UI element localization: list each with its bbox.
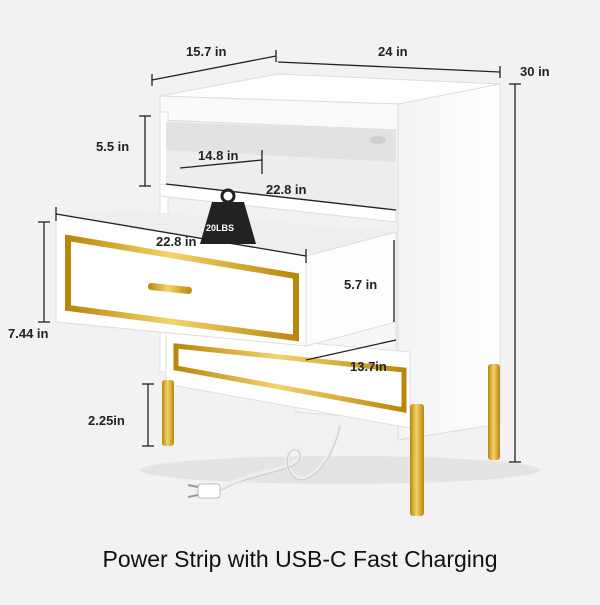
lower-drawer-gold-trim	[173, 343, 407, 414]
power-cord-outline	[217, 425, 341, 493]
dimension-shelf-height: 5.5 in	[96, 139, 130, 154]
shelf-back	[166, 122, 396, 162]
dimension-drawer-width: 22.8 in	[156, 234, 197, 249]
power-cord	[216, 423, 342, 492]
leg-front-right	[410, 404, 424, 516]
dimension-lines	[38, 50, 521, 463]
cabinet-side-panel	[397, 83, 501, 441]
weight-icon	[200, 188, 256, 244]
plug-icon	[187, 483, 221, 499]
dimension-top-width: 24 in	[378, 44, 408, 59]
dimension-total-height: 30 in	[520, 64, 550, 79]
floor-shadow	[140, 456, 540, 484]
dimension-drawer-depth: 13.7in	[350, 359, 387, 374]
dimension-drawer-front-height: 7.44 in	[8, 326, 49, 341]
dimension-shelf-width: 22.8 in	[266, 182, 307, 197]
drawer-handle	[147, 283, 192, 294]
leg-back-right	[488, 364, 500, 460]
weight-badge-label: 20LBS	[206, 223, 235, 233]
dimension-top-depth: 15.7 in	[186, 44, 227, 59]
leg-front-left	[162, 380, 174, 446]
dimension-leg-height: 2.25in	[88, 413, 125, 428]
product-caption: Power Strip with USB-C Fast Charging	[102, 546, 498, 572]
dimension-shelf-depth: 14.8 in	[198, 148, 239, 163]
upper-drawer-gold-frame	[65, 234, 299, 342]
dimension-drawer-inner-height: 5.7 in	[344, 277, 378, 292]
cable-hole	[370, 136, 386, 144]
